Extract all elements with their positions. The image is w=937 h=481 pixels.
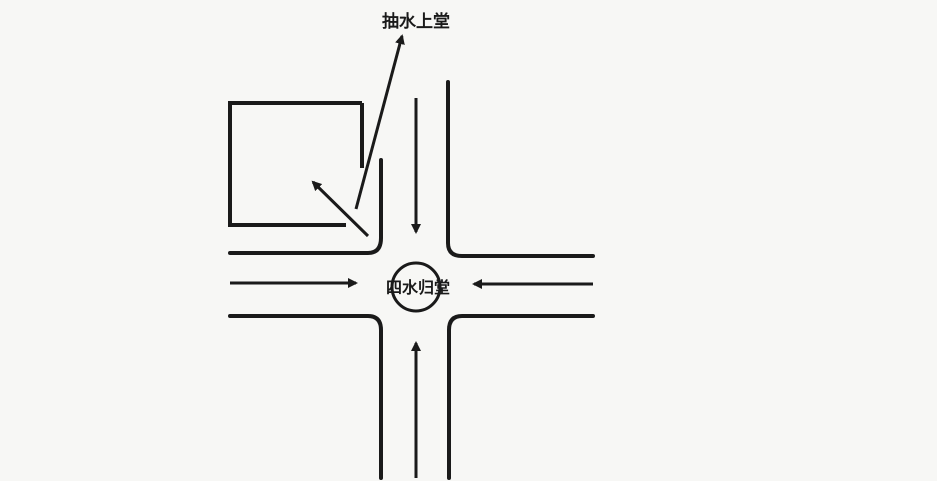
center-circle	[390, 261, 442, 313]
road-edges	[228, 80, 595, 480]
center-label: 四水归堂	[386, 278, 450, 297]
road-edge-top-right	[446, 80, 595, 258]
top-label: 抽水上堂	[382, 11, 450, 32]
water-flow-arrows	[230, 34, 593, 478]
house-outline	[228, 101, 362, 227]
pointer-line-to-top-label	[354, 34, 405, 210]
house-block	[228, 101, 364, 227]
road-edge-top-left	[228, 158, 383, 255]
arrow-into-house	[311, 180, 370, 238]
road-edge-bottom-right	[447, 314, 595, 480]
road-edge-bottom-left	[228, 314, 383, 480]
